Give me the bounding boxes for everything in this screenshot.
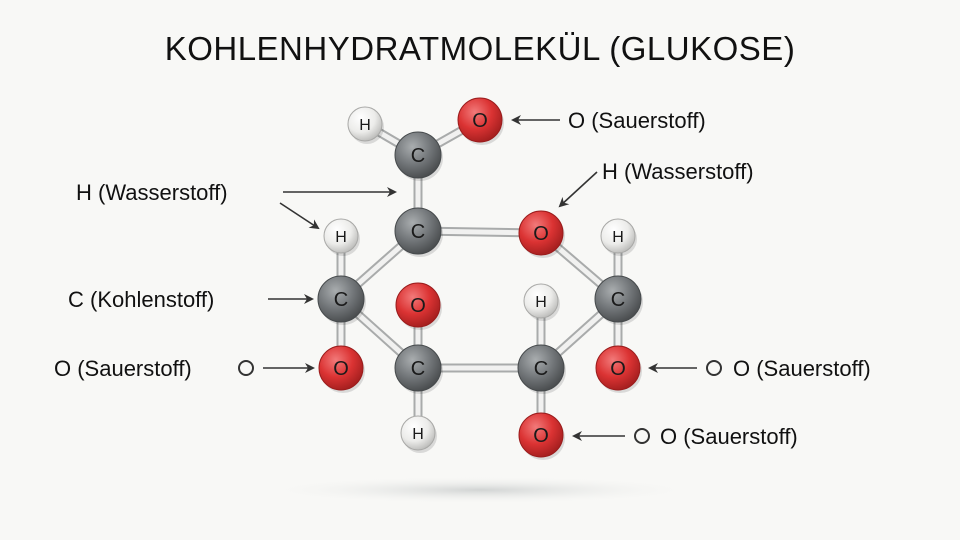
atom-label: C (Kohlenstoff) [68,287,215,312]
atom-label: H (Wasserstoff) [602,159,754,184]
ground-shadow [260,476,700,504]
hydrogen-atom: H [523,283,560,321]
oxygen-marker-icon [634,428,650,444]
arrow-icon [558,171,598,208]
arrow-icon [279,202,320,230]
oxygen-atom: O [518,210,565,258]
oxygen-marker-icon [238,360,254,376]
oxygen-atom: O [318,345,365,393]
atom-symbol: H [335,229,347,246]
hydrogen-atom: H [347,106,384,144]
atom-symbol: H [359,117,371,134]
oxygen-atom: O [595,345,642,393]
atom-symbol: O [410,295,426,317]
atom-symbol: H [612,229,624,246]
oxygen-atom: O [457,97,504,145]
atom-symbol: O [533,223,549,245]
hydrogen-atom: H [400,415,437,453]
atom-label: O (Sauerstoff) [568,108,706,133]
label-arrows [238,115,722,444]
oxygen-marker-icon [706,360,722,376]
atom-symbol: O [472,110,488,132]
atom-symbol: C [611,289,625,311]
hydrogen-atom: H [323,218,360,256]
page-title: KOHLENHYDRATMOLEKÜL (GLUKOSE) [164,30,796,67]
carbon-atom: C [517,344,566,394]
carbon-atom: C [394,207,443,257]
atom-symbol: C [411,145,425,167]
hydrogen-atom: H [600,218,637,256]
atom-symbol: O [533,425,549,447]
atom-symbol: C [411,221,425,243]
carbon-atom: C [594,275,643,325]
bonds [336,115,623,440]
atom-symbol: C [534,358,548,380]
atom-label: O (Sauerstoff) [54,356,192,381]
atom-label: O (Sauerstoff) [733,356,871,381]
carbon-atom: C [317,275,366,325]
carbon-atom: C [394,131,443,181]
carbon-atom: C [394,344,443,394]
atom-label: H (Wasserstoff) [76,180,228,205]
atoms: H O C C O H H C O H C O C C O H O [317,97,643,460]
atom-symbol: C [334,289,348,311]
atom-symbol: O [610,358,626,380]
atom-label: O (Sauerstoff) [660,424,798,449]
oxygen-atom: O [518,412,565,460]
oxygen-atom: O [395,282,442,330]
atom-symbol: H [535,294,547,311]
atom-symbol: H [412,426,424,443]
atom-symbol: O [333,358,349,380]
atom-symbol: C [411,358,425,380]
